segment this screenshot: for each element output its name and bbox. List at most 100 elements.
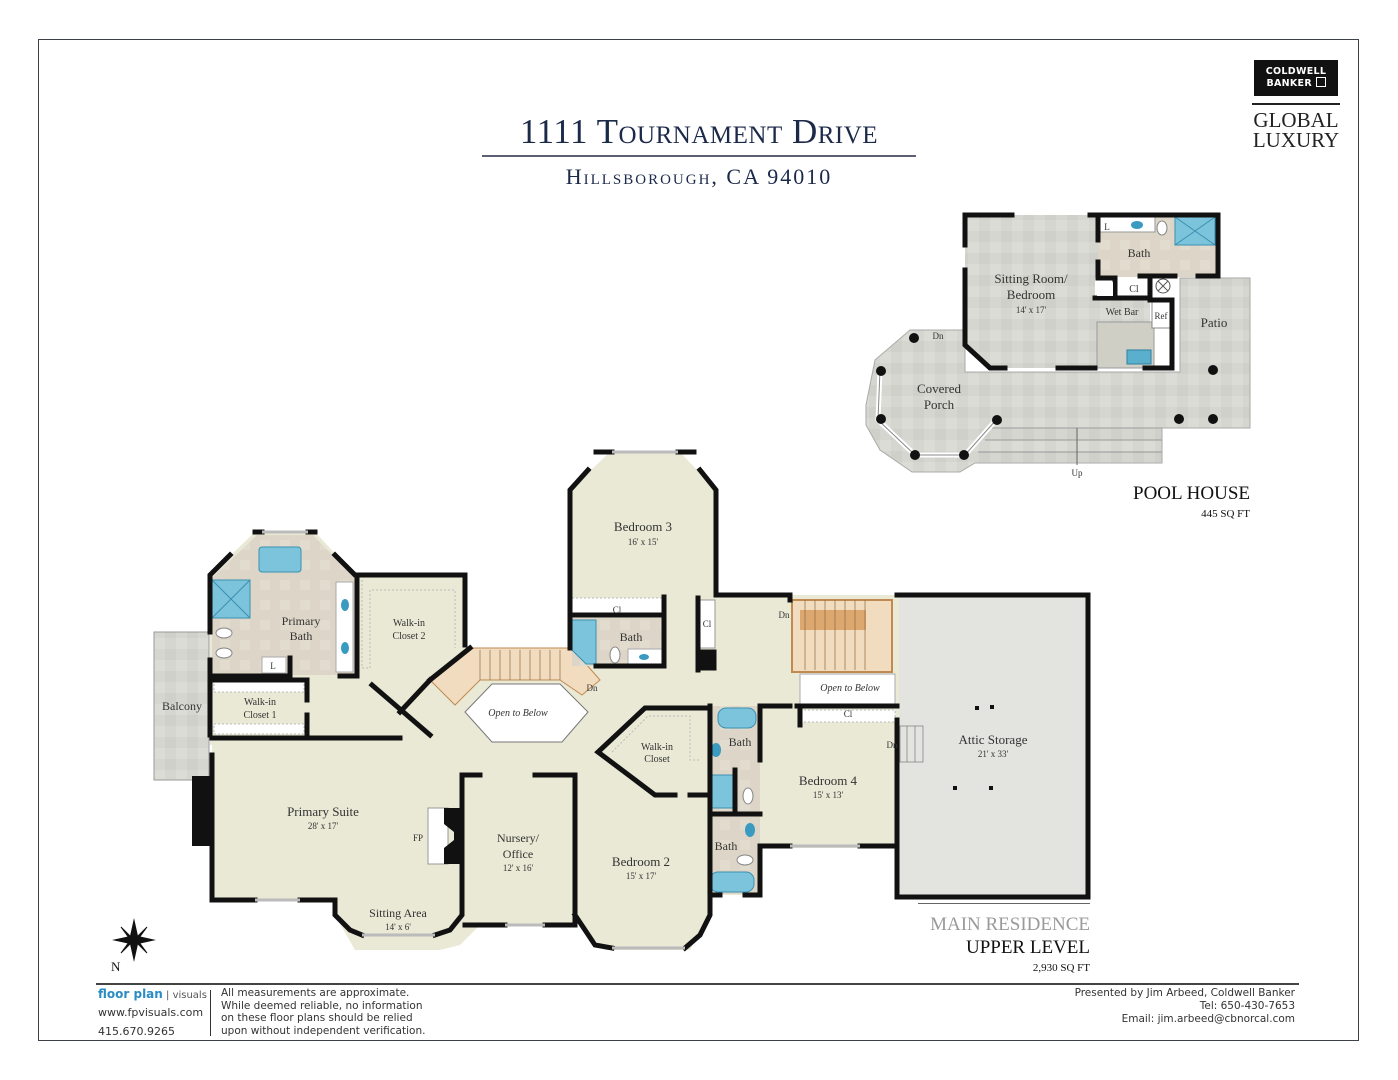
coldwell-banker-logo: COLDWELL BANKER	[1254, 60, 1338, 96]
main-residence-plan: Primary Bath Walk-in Closet 2 Walk-in Cl…	[153, 449, 1091, 952]
dims-bedroom-4: 15' x 13'	[813, 790, 844, 800]
covered-porch-floor	[865, 277, 1251, 473]
label-open-below-2: Open to Below	[820, 683, 880, 694]
label-patio: Patio	[1201, 315, 1228, 330]
open-to-below-2	[799, 673, 896, 705]
sink-icon	[639, 654, 649, 660]
label-bedroom-4-closet: Cl	[844, 709, 853, 719]
disclaimer-line: While deemed reliable, no information	[221, 999, 423, 1012]
pool-house-walls	[962, 212, 1221, 371]
sink-icon	[341, 642, 349, 654]
label-bath-a: Bath	[729, 735, 752, 749]
bar-sink-icon	[1126, 349, 1152, 365]
pool-house-area: 445 SQ FT	[1201, 508, 1250, 520]
porch-steps	[978, 427, 1162, 453]
grand-staircase	[429, 647, 601, 706]
property-address: 1111 Tournament Drive	[519, 112, 879, 151]
label-porch-dn: Dn	[933, 331, 944, 341]
label-hall-closet: Cl	[703, 619, 712, 629]
dims-attic-storage: 21' x 33'	[978, 749, 1009, 759]
label-bedroom-4: Bedroom 4	[799, 773, 858, 788]
page-frame	[38, 39, 1359, 1041]
dims-primary-suite: 28' x 17'	[308, 821, 339, 831]
label-covered: Covered	[917, 381, 962, 396]
label-stair-dn-2: Dn	[779, 610, 790, 620]
global-luxury-wordmark: GLOBAL LUXURY	[1244, 108, 1348, 152]
attic-stairs	[899, 725, 924, 763]
pool-toilet-icon	[1156, 220, 1168, 236]
linen-closet	[261, 656, 287, 674]
label-stair-dn-1: Dn	[587, 683, 598, 693]
compass-rose-icon	[112, 918, 156, 962]
label-walkin-closet-2: Walk-in	[393, 618, 425, 629]
dims-bedroom-2: 15' x 17'	[626, 871, 657, 881]
footer-separator	[210, 990, 211, 1036]
label-ref: Ref	[1155, 311, 1168, 321]
bathtub-b	[709, 871, 755, 893]
pool-house-plan: Sitting Room/ Bedroom 14' x 17' Bath Cl …	[865, 212, 1251, 478]
agent-name: Presented by Jim Arbeed, Coldwell Banker	[1074, 987, 1295, 999]
balcony-floor	[153, 631, 210, 781]
compass-north-label: N	[111, 959, 121, 974]
logo-luxury-text: LUXURY	[1252, 128, 1340, 152]
agent-phone[interactable]: Tel: 650-430-7653	[1199, 1000, 1295, 1012]
logo-mark-icon	[1315, 77, 1326, 87]
label-open-below-1: Open to Below	[488, 708, 548, 719]
main-residence-rule	[918, 903, 1090, 904]
label-porch-up: Up	[1072, 468, 1083, 478]
agent-contact: Presented by Jim Arbeed, Coldwell Banker…	[1075, 987, 1295, 1026]
label-primary-bath: Primary	[282, 614, 321, 628]
open-to-below-1	[464, 683, 589, 743]
label-balcony: Balcony	[162, 699, 202, 713]
main-residence-area: 2,930 SQ FT	[1032, 962, 1090, 974]
label-linen: L	[270, 661, 276, 671]
label-bedroom-3-closet: Cl	[613, 605, 622, 615]
label-walkin-closet-2b: Closet 2	[392, 631, 425, 642]
main-residence-walls	[207, 449, 1091, 952]
label-bedroom-3: Bedroom 3	[614, 519, 672, 534]
title-divider	[482, 155, 916, 157]
label-walkin-closet-1b: Closet 1	[243, 710, 276, 721]
fp-website-link[interactable]: www.fpvisuals.com	[98, 1006, 204, 1019]
disclaimer-line: upon without independent verification.	[221, 1024, 426, 1037]
toilet-icon	[742, 787, 754, 805]
label-bedroom-3-bath: Bath	[620, 630, 643, 644]
windows	[255, 450, 860, 950]
footer-divider	[96, 983, 1299, 985]
label-attic-storage: Attic Storage	[959, 732, 1028, 747]
dims-sitting-room: 14' x 17'	[1016, 305, 1047, 315]
primary-suite-wall-block	[192, 776, 210, 846]
attic-posts	[953, 705, 994, 790]
toilet-icon	[609, 646, 621, 664]
label-primary-suite: Primary Suite	[287, 804, 359, 819]
dims-nursery: 12' x 16'	[503, 863, 534, 873]
label-porch: Porch	[924, 397, 955, 412]
pool-sink-icon	[1131, 221, 1143, 229]
logo-divider	[1252, 103, 1340, 105]
sink-icon	[711, 743, 721, 757]
bathtub-a	[717, 707, 757, 729]
logo-global-text: GLOBAL	[1253, 108, 1339, 132]
label-bedroom-2: Bedroom 2	[612, 854, 670, 869]
porch-columns	[876, 333, 1218, 460]
disclaimer-line: on these floor plans should be relied	[221, 1012, 413, 1024]
attic-storage-floor	[899, 596, 1088, 896]
primary-bath-floor	[212, 535, 355, 675]
agent-email[interactable]: Email: jim.arbeed@cbnorcal.com	[1121, 1013, 1295, 1025]
label-pool-linen: L	[1104, 222, 1110, 232]
toilet-icon	[215, 647, 233, 659]
label-sitting-room: Sitting Room/	[994, 271, 1068, 286]
closet-1-shelf	[213, 681, 305, 693]
sink-icon	[745, 823, 755, 837]
label-pool-closet: Cl	[1129, 284, 1139, 295]
label-office: Office	[503, 847, 533, 861]
bidet-icon	[215, 627, 233, 639]
label-sitting-area: Sitting Area	[369, 906, 427, 920]
dims-sitting-area: 14' x 6'	[385, 922, 411, 932]
label-nursery: Nursery/	[497, 831, 540, 845]
fp-visuals-logo: floor plan | visuals	[98, 987, 207, 1001]
pool-house-title: POOL HOUSE	[1133, 483, 1250, 504]
label-fireplace: FP	[413, 833, 423, 843]
label-attic-dn: Dn	[887, 740, 898, 750]
